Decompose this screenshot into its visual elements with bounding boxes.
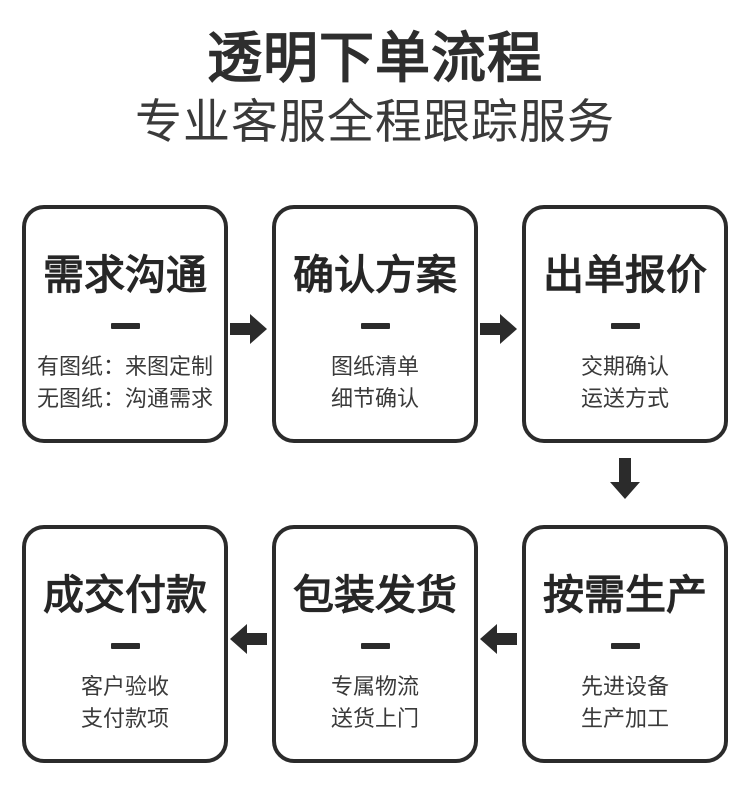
step-detail-line: 先进设备: [580, 674, 669, 699]
flow-row-1: 需求沟通 有图纸：来图定制 无图纸：沟通需求 确认方案 图纸清单 细节确认 出单…: [0, 205, 750, 445]
step-card-confirm-plan: 确认方案 图纸清单 细节确认: [272, 205, 478, 443]
step-detail-line: 专属物流: [330, 674, 419, 699]
step-card-packaging-shipping: 包装发货 专属物流 送货上门: [272, 525, 478, 763]
step-card-order-quotation: 出单报价 交期确认 运送方式: [522, 205, 728, 443]
arrow-left-icon: [230, 622, 268, 656]
page-subtitle: 专业客服全程跟踪服务: [135, 95, 615, 148]
step-details: 图纸清单 细节确认: [331, 351, 419, 415]
divider: [360, 323, 390, 329]
flow-row-2: 成交付款 客户验收 支付款项 包装发货 专属物流 送货上门 按需生产: [0, 525, 750, 765]
step-title: 按需生产: [543, 572, 707, 618]
step-detail-line: 支付款项: [80, 706, 169, 731]
step-title: 包装发货: [293, 572, 457, 618]
step-title: 成交付款: [43, 572, 207, 618]
step-detail-line: 无图纸：沟通需求: [36, 386, 213, 411]
arrow-right-icon: [230, 312, 268, 346]
step-detail-line: 图纸清单: [330, 354, 419, 379]
divider: [110, 643, 140, 649]
step-detail-line: 客户验收: [80, 674, 169, 699]
divider: [360, 643, 390, 649]
step-detail-line: 交期确认: [580, 354, 669, 379]
step-title: 需求沟通: [43, 252, 207, 298]
flow-diagram: 需求沟通 有图纸：来图定制 无图纸：沟通需求 确认方案 图纸清单 细节确认 出单…: [0, 205, 750, 765]
divider: [110, 323, 140, 329]
step-details: 交期确认 运送方式: [581, 351, 669, 415]
header: 透明下单流程 专业客服全程跟踪服务: [0, 24, 750, 152]
step-detail-line: 运送方式: [580, 386, 669, 411]
step-details: 客户验收 支付款项: [81, 671, 169, 735]
divider: [610, 643, 640, 649]
arrow-right-icon: [480, 312, 518, 346]
step-detail-line: 细节确认: [330, 386, 419, 411]
step-detail-line: 送货上门: [330, 706, 419, 731]
step-details: 先进设备 生产加工: [581, 671, 669, 735]
divider: [610, 323, 640, 329]
step-details: 有图纸：来图定制 无图纸：沟通需求: [37, 351, 213, 415]
step-card-requirement-communication: 需求沟通 有图纸：来图定制 无图纸：沟通需求: [22, 205, 228, 443]
step-card-on-demand-production: 按需生产 先进设备 生产加工: [522, 525, 728, 763]
step-detail-line: 生产加工: [580, 706, 669, 731]
step-title: 确认方案: [293, 252, 457, 298]
page-title: 透明下单流程: [206, 27, 543, 89]
arrow-left-icon: [480, 622, 518, 656]
step-detail-line: 有图纸：来图定制: [36, 354, 213, 379]
arrow-down-icon: [608, 458, 642, 500]
step-card-deal-payment: 成交付款 客户验收 支付款项: [22, 525, 228, 763]
step-title: 出单报价: [543, 252, 707, 298]
step-details: 专属物流 送货上门: [331, 671, 419, 735]
